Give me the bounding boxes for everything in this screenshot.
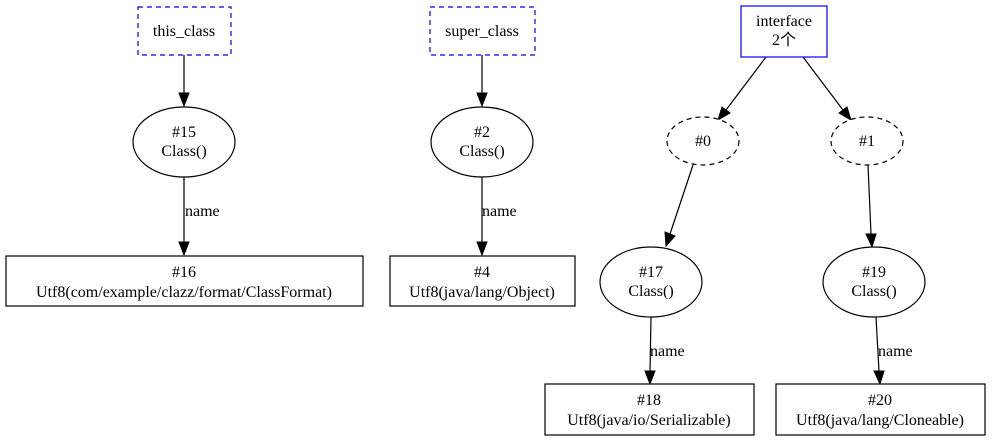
edge-1-to-19 xyxy=(865,164,877,249)
node-label: this_class xyxy=(153,23,215,40)
node-label: #4 xyxy=(474,264,490,281)
node-label: Class() xyxy=(161,143,206,160)
node-super-class: super_class xyxy=(429,6,536,56)
node-interface: interface 2个 xyxy=(740,5,828,58)
edge-super-class-to-2 xyxy=(476,55,488,108)
edge-19-to-20: name xyxy=(873,316,913,386)
node-interface-0: #0 xyxy=(666,116,740,166)
node-label: super_class xyxy=(445,23,519,40)
node-2-class: #2 Class() xyxy=(430,106,534,178)
node-label: Utf8(com/example/clazz/format/ClassForma… xyxy=(36,284,332,301)
node-label: #1 xyxy=(859,133,875,150)
node-label: #20 xyxy=(868,392,892,409)
node-label: 2个 xyxy=(772,31,796,49)
edge-label-name: name xyxy=(878,343,913,360)
node-interface-1: #1 xyxy=(830,116,904,166)
node-label: Class() xyxy=(459,143,504,160)
edge-interface-to-1 xyxy=(802,56,852,122)
node-label: #2 xyxy=(474,124,490,141)
edge-interface-to-0 xyxy=(717,56,767,122)
node-20-utf8: #20 Utf8(java/lang/Cloneable) xyxy=(775,383,986,436)
edge-17-to-18: name xyxy=(644,316,685,386)
edge-2-to-4: name xyxy=(476,177,517,257)
node-this-class: this_class xyxy=(137,6,232,56)
node-19-class: #19 Class() xyxy=(822,246,926,318)
edge-0-to-17 xyxy=(664,164,694,248)
node-label: #16 xyxy=(172,264,196,281)
node-label: #19 xyxy=(862,264,886,281)
node-17-class: #17 Class() xyxy=(599,246,703,318)
node-16-utf8: #16 Utf8(com/example/clazz/format/ClassF… xyxy=(5,255,364,307)
node-18-utf8: #18 Utf8(java/io/Serializable) xyxy=(544,383,755,436)
node-15-class: #15 Class() xyxy=(132,106,236,178)
edge-label-name: name xyxy=(185,203,220,220)
node-label: Utf8(java/lang/Cloneable) xyxy=(796,412,964,429)
edge-15-to-16: name xyxy=(178,177,220,257)
node-label: #17 xyxy=(639,264,663,281)
node-4-utf8: #4 Utf8(java/lang/Object) xyxy=(389,255,576,307)
node-label: #0 xyxy=(695,133,711,150)
node-label: Utf8(java/io/Serializable) xyxy=(567,412,730,429)
node-label: Class() xyxy=(851,283,896,300)
node-label: #18 xyxy=(637,392,661,409)
node-label: interface xyxy=(756,13,812,30)
node-label: Utf8(java/lang/Object) xyxy=(409,284,555,301)
node-label: #15 xyxy=(172,124,196,141)
node-label: Class() xyxy=(628,283,673,300)
edge-label-name: name xyxy=(650,343,685,360)
edge-this-class-to-15 xyxy=(178,55,190,108)
edge-label-name: name xyxy=(482,203,517,220)
